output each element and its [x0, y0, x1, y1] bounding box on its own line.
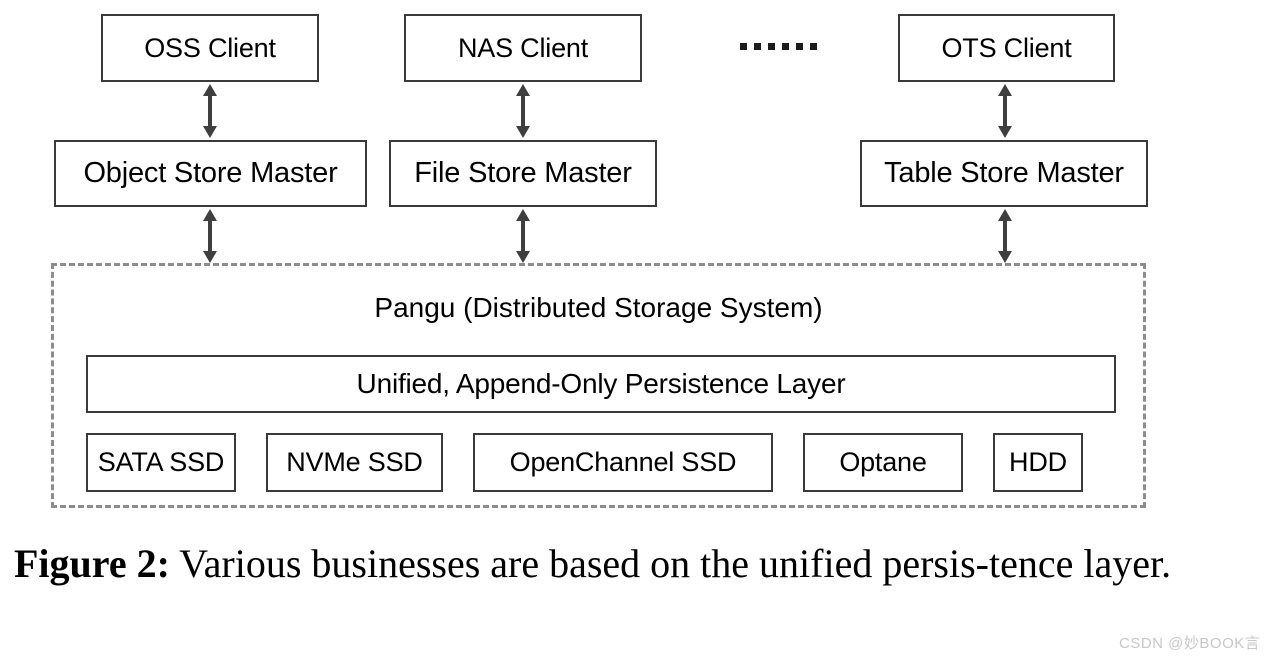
device-box-openchannel-ssd: OpenChannel SSD: [473, 433, 773, 492]
master-label: Object Store Master: [83, 157, 338, 189]
figure-caption-label: Figure 2:: [14, 541, 170, 586]
persistence-layer-box: Unified, Append-Only Persistence Layer: [86, 355, 1116, 413]
client-label: OTS Client: [941, 32, 1072, 63]
client-label: NAS Client: [457, 32, 589, 63]
pangu-container: Pangu (Distributed Storage System) Unifi…: [51, 263, 1146, 508]
client-box-nas: NAS Client: [404, 14, 642, 82]
arrow-oss-client-to-object-store-master: [201, 84, 219, 138]
arrow-object-store-master-to-pangu: [201, 209, 219, 263]
figure-caption-text: Various businesses are based on the unif…: [169, 541, 1172, 586]
figure-caption: Figure 2: Various businesses are based o…: [14, 540, 1259, 588]
device-box-optane: Optane: [803, 433, 963, 492]
ellipsis-dots: [740, 43, 817, 50]
master-box-table-store: Table Store Master: [860, 140, 1148, 207]
persistence-layer-label: Unified, Append-Only Persistence Layer: [356, 368, 846, 399]
csdn-watermark: CSDN @妙BOOK言: [1119, 635, 1261, 652]
master-label: Table Store Master: [884, 157, 1124, 189]
master-label: File Store Master: [414, 157, 632, 189]
device-box-sata-ssd: SATA SSD: [86, 433, 236, 492]
device-label: NVMe SSD: [286, 447, 423, 477]
device-label: SATA SSD: [97, 447, 225, 477]
arrow-table-store-master-to-pangu: [996, 209, 1014, 263]
arrow-file-store-master-to-pangu: [514, 209, 532, 263]
master-box-file-store: File Store Master: [389, 140, 657, 207]
pangu-title: Pangu (Distributed Storage System): [374, 292, 823, 323]
client-box-ots: OTS Client: [898, 14, 1115, 82]
arrow-ots-client-to-table-store-master: [996, 84, 1014, 138]
arrow-nas-client-to-file-store-master: [514, 84, 532, 138]
device-label: Optane: [839, 447, 927, 477]
master-box-object-store: Object Store Master: [54, 140, 367, 207]
device-label: OpenChannel SSD: [509, 447, 737, 477]
device-box-nvme-ssd: NVMe SSD: [266, 433, 443, 492]
device-label: HDD: [1009, 447, 1067, 477]
client-box-oss: OSS Client: [101, 14, 319, 82]
client-label: OSS Client: [144, 32, 276, 63]
device-box-hdd: HDD: [993, 433, 1083, 492]
